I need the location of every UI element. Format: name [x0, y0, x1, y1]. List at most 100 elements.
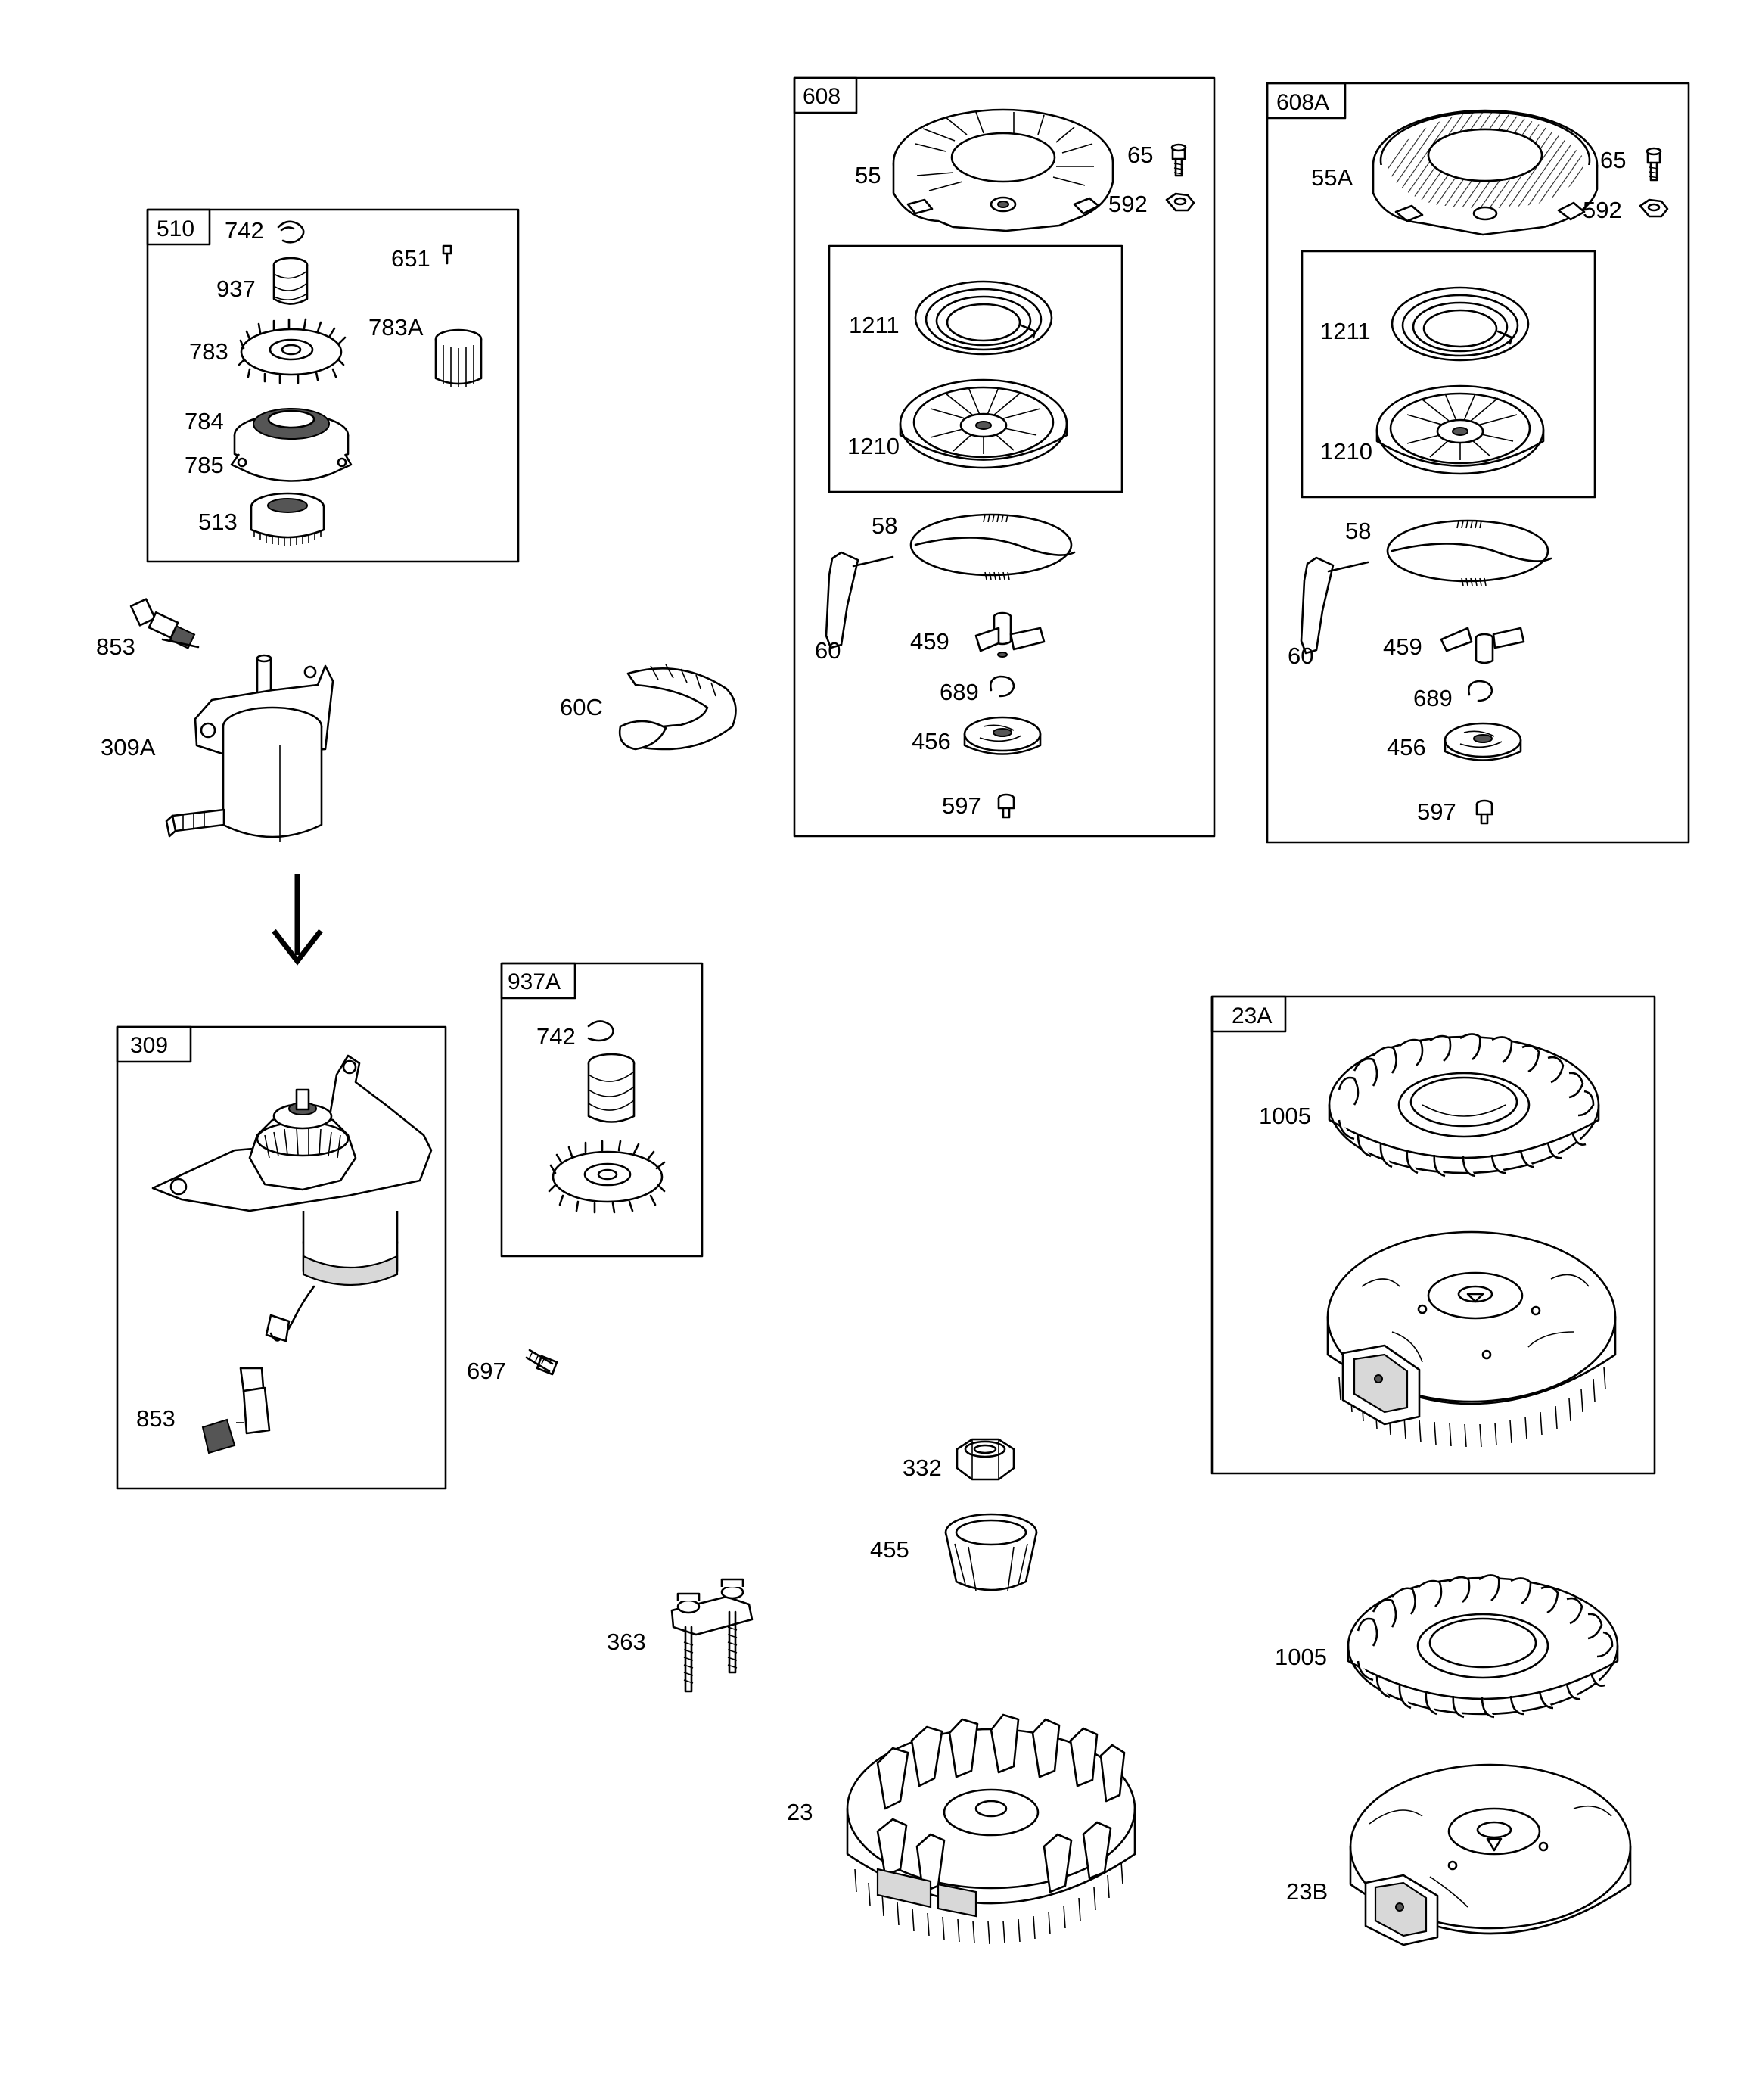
label-309a: 309A: [101, 734, 156, 761]
label-937: 937: [216, 275, 256, 302]
flywheel-23: [846, 1713, 1136, 1945]
gear-783: [238, 318, 347, 384]
retaining-clip-742: [277, 220, 305, 244]
label-459-a: 459: [910, 628, 949, 655]
pulley-1210-a: [899, 378, 1068, 469]
retainer-689-b: [1467, 680, 1493, 702]
label-1210-b: 1210: [1320, 438, 1372, 465]
label-1005-b: 1005: [1275, 1644, 1327, 1670]
recoil-spring-1211-b: [1391, 286, 1530, 362]
box-23a: 23A: [1210, 995, 1656, 1475]
screw-597-a: [997, 793, 1015, 819]
helix-937: [272, 257, 309, 305]
housing-784: [230, 408, 353, 482]
label-742-b: 742: [536, 1023, 576, 1050]
box-608-title: 608: [803, 84, 841, 109]
box-23a-title: 23A: [1232, 1003, 1272, 1028]
starter-handle-60-b: [1300, 556, 1369, 655]
label-65-b: 65: [1600, 147, 1626, 173]
label-783a: 783A: [368, 314, 424, 341]
label-459-b: 459: [1383, 633, 1422, 660]
label-65-a: 65: [1127, 142, 1153, 168]
label-1210-a: 1210: [847, 433, 900, 459]
flywheel-23b: [1349, 1763, 1632, 1946]
label-597-b: 597: [1417, 798, 1456, 825]
retainer-689-a: [989, 675, 1015, 698]
label-513: 513: [198, 509, 238, 535]
box-309: 309: [116, 1025, 447, 1490]
pawl-459-a: [974, 611, 1046, 658]
label-1005-a: 1005: [1259, 1103, 1311, 1129]
box-608a-title: 608A: [1276, 90, 1329, 115]
box-608: 608: [793, 76, 1216, 838]
connector-853-bottom: [201, 1367, 271, 1454]
label-60-a: 60: [815, 637, 841, 664]
label-456-b: 456: [1387, 734, 1426, 761]
down-arrow-icon: [272, 874, 323, 966]
starter-motor-309: [151, 1054, 433, 1342]
starter-handle-60-a: [825, 551, 894, 649]
label-1211-a: 1211: [849, 312, 900, 338]
nut-592-a: [1165, 192, 1195, 212]
box-608a: 608A: [1266, 82, 1690, 844]
fan-1005-a: [1328, 1033, 1600, 1178]
bolt-65-a: [1170, 143, 1187, 177]
box-510: 510: [146, 208, 520, 563]
label-332: 332: [903, 1454, 942, 1481]
label-592-b: 592: [1583, 197, 1622, 223]
label-597-a: 597: [942, 792, 981, 819]
label-1211-b: 1211: [1320, 318, 1371, 344]
part-labels: 742 651 937 783A 783 784 785 513 853 309…: [96, 142, 1626, 1905]
cam-456-b: [1444, 722, 1522, 761]
label-783: 783: [189, 338, 228, 365]
connector-853-top: [129, 598, 200, 649]
label-853-a: 853: [96, 633, 135, 660]
label-689-a: 689: [940, 679, 979, 705]
label-55: 55: [855, 162, 881, 188]
label-742-a: 742: [225, 217, 264, 244]
rope-58-a: [909, 513, 1076, 580]
screw-597-b: [1475, 799, 1493, 825]
label-456-a: 456: [912, 728, 951, 754]
pinion-783a: [434, 328, 483, 387]
blower-housing-55a: [1372, 109, 1599, 236]
label-784: 784: [185, 408, 224, 434]
helix-937a: [587, 1053, 636, 1123]
box-510-title: 510: [157, 216, 194, 241]
rope-58-b: [1386, 519, 1552, 586]
box-937a-title: 937A: [508, 969, 561, 994]
label-363: 363: [607, 1629, 646, 1655]
starter-motor-309a: [165, 654, 334, 842]
bracket-363: [670, 1578, 754, 1693]
nut-592-b: [1639, 198, 1669, 218]
label-58-b: 58: [1345, 518, 1371, 544]
label-651: 651: [391, 245, 430, 272]
label-697: 697: [467, 1358, 506, 1384]
pulley-1210-b: [1375, 384, 1545, 475]
nut-332: [956, 1438, 1015, 1481]
bolt-65-b: [1646, 147, 1662, 182]
fan-1005-b: [1347, 1574, 1619, 1719]
label-60c: 60C: [560, 694, 603, 720]
handle-60c: [618, 664, 737, 751]
label-58-a: 58: [872, 512, 897, 539]
blower-housing-55: [892, 108, 1114, 232]
screw-651: [442, 244, 452, 265]
screw-697: [525, 1349, 558, 1376]
clutch-513: [250, 492, 325, 546]
pawl-459-b: [1440, 627, 1525, 664]
gear-937a: [548, 1140, 666, 1214]
label-60-b: 60: [1288, 642, 1313, 669]
cam-456-a: [963, 716, 1042, 755]
label-853-b: 853: [136, 1405, 176, 1432]
box-309-title: 309: [130, 1033, 168, 1058]
label-592-a: 592: [1108, 191, 1148, 217]
label-23b: 23B: [1286, 1878, 1328, 1905]
flywheel-23a: [1326, 1230, 1617, 1448]
recoil-spring-1211-a: [914, 280, 1053, 356]
label-785: 785: [185, 452, 224, 478]
label-455: 455: [870, 1536, 909, 1563]
box-937a: 937A: [500, 962, 704, 1258]
label-55a: 55A: [1311, 164, 1353, 191]
